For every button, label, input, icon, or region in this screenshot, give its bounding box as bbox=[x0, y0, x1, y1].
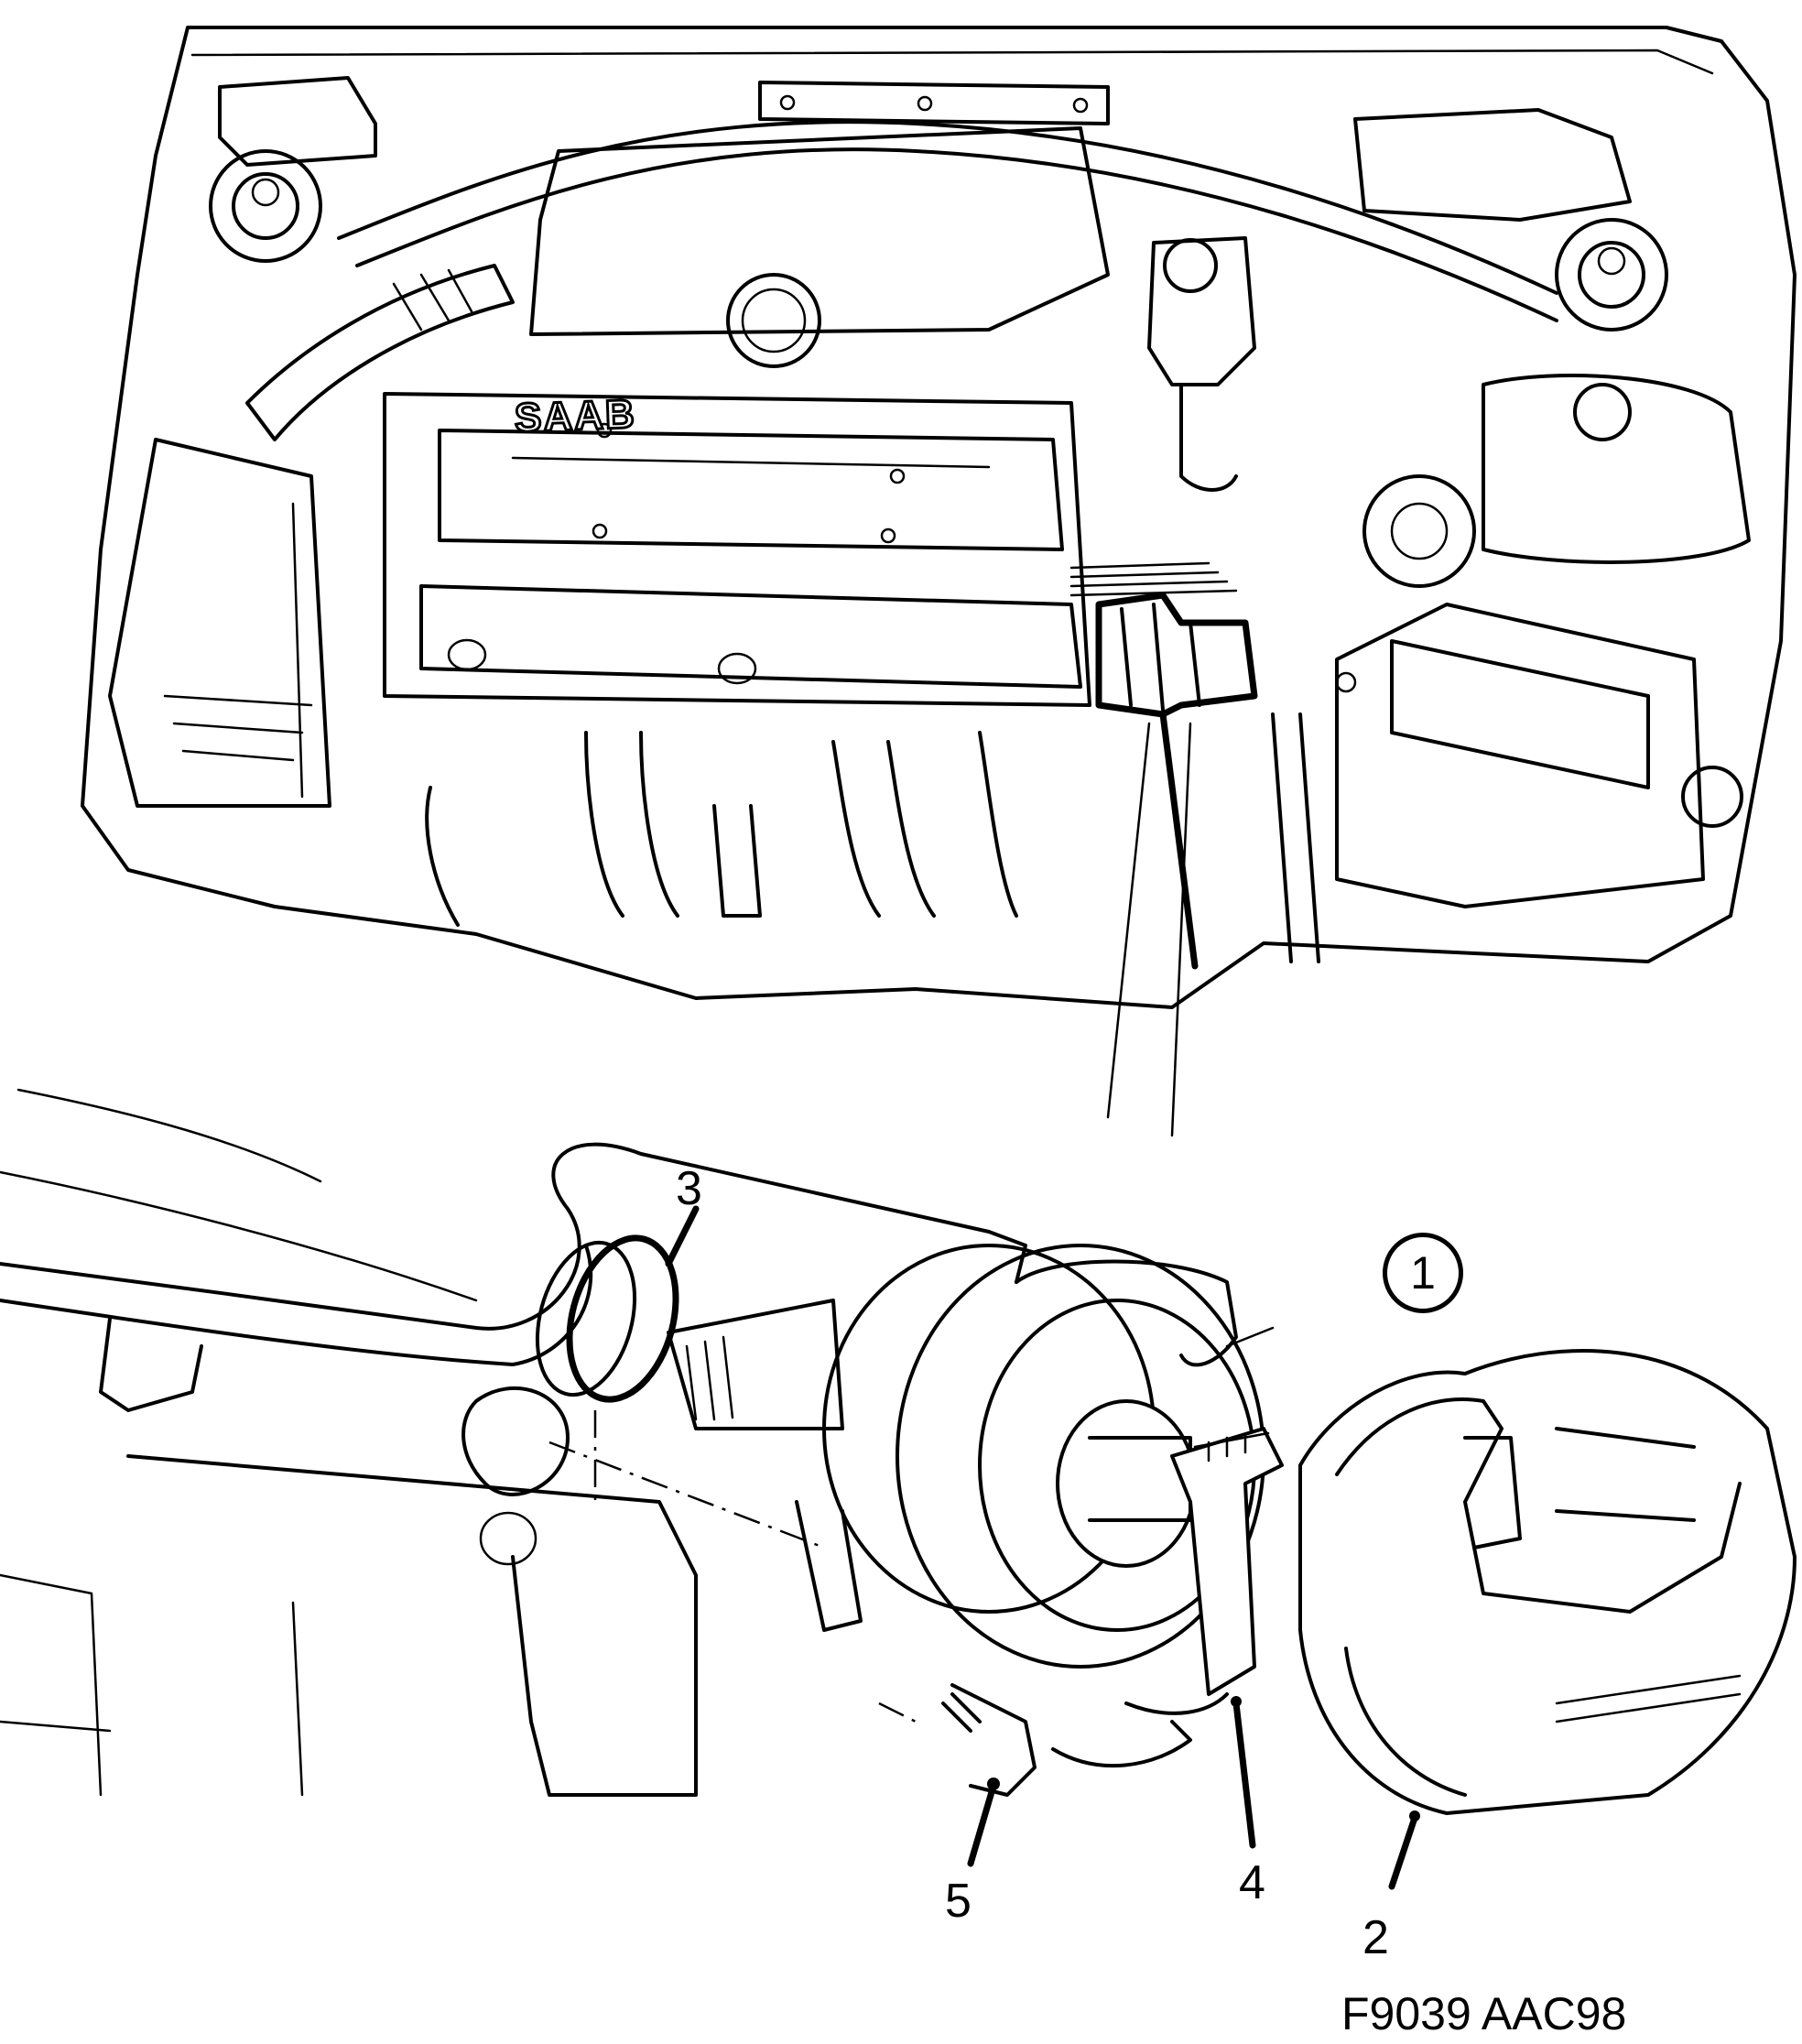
callout-3-label: 3 bbox=[676, 1162, 702, 1215]
figure-caption: F9039 AAC98 bbox=[1341, 1988, 1627, 2039]
saab-logo: SAAB bbox=[513, 390, 638, 442]
callout-4-label: 4 bbox=[1239, 1856, 1265, 1909]
engine-bay-view bbox=[81, 26, 1797, 1137]
callout-2-label: 2 bbox=[1362, 1911, 1389, 1964]
distributor-exploded-view bbox=[0, 1088, 1797, 1890]
callout-5-label: 5 bbox=[945, 1875, 972, 1928]
callout-1-circled: 1 bbox=[1383, 1233, 1463, 1313]
callout-1-label: 1 bbox=[1410, 1247, 1436, 1299]
